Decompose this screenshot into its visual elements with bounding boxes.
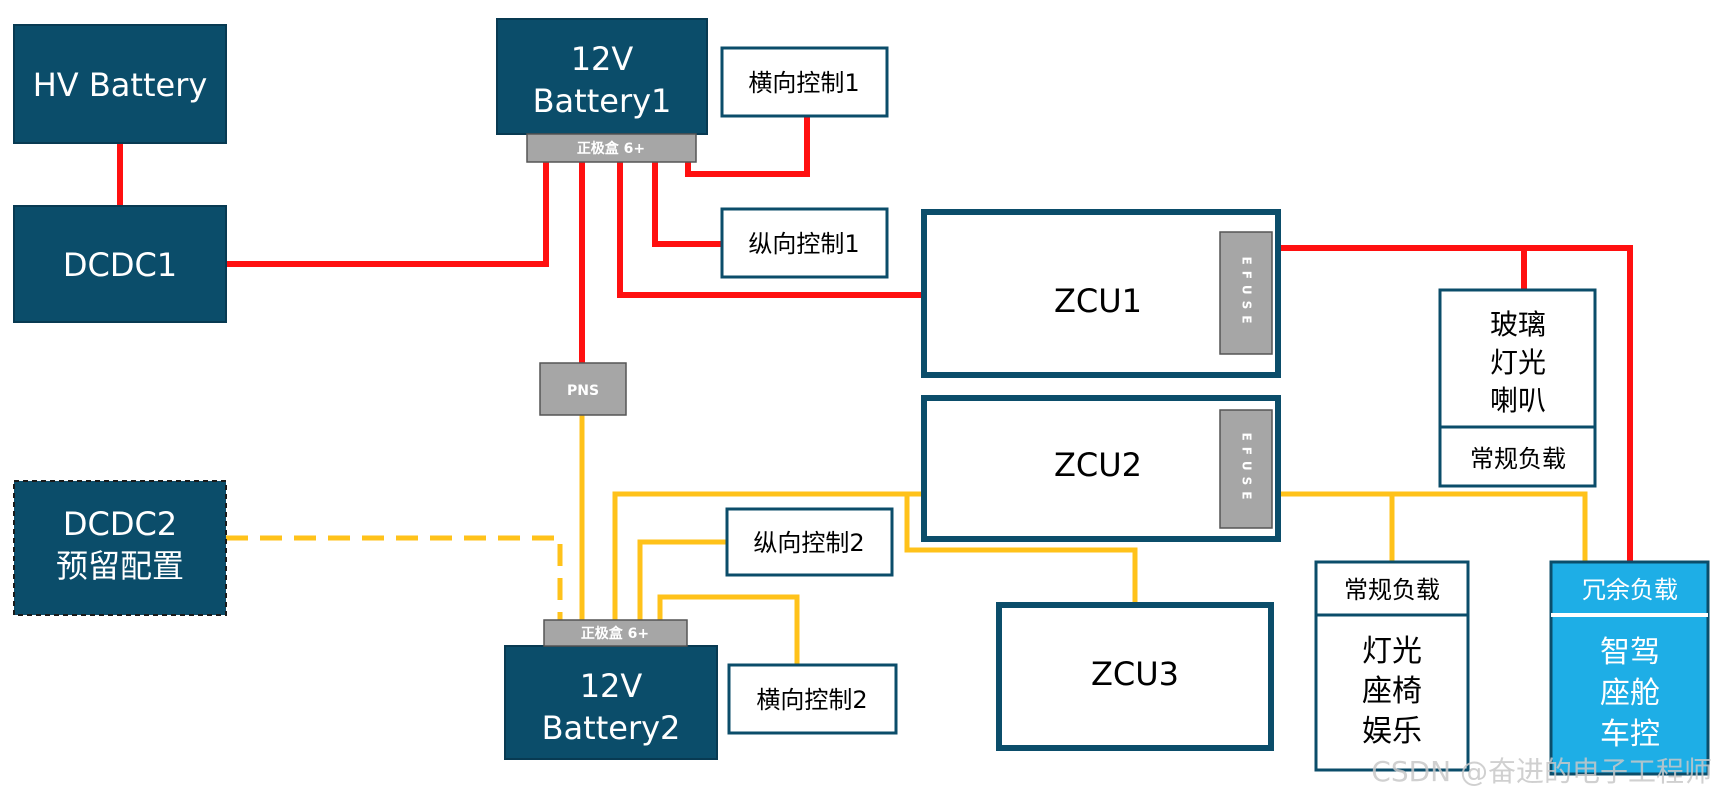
zcu3-block: ZCU3	[996, 602, 1274, 751]
zcu1-block: ZCU1 EFUSE	[921, 209, 1281, 378]
positive-box-1-label: 正极盒 6+	[577, 140, 645, 157]
zcu1-load-line-3: 喇叭	[1490, 384, 1546, 417]
wire-zcu1-redundant	[1278, 245, 1633, 562]
battery1-block: 12V Battery1 正极盒 6+	[496, 18, 708, 163]
lateral-control-1: 横向控制1	[720, 46, 889, 118]
hv-battery-block: HV Battery	[13, 24, 227, 144]
zcu1-load-footer: 常规负载	[1470, 445, 1566, 473]
red-wires	[117, 117, 1633, 562]
battery1-label-line1: 12V	[571, 40, 634, 78]
dcdc1-block: DCDC1	[13, 205, 227, 323]
redundant-load-line-2: 座舱	[1600, 676, 1660, 711]
positive-box-1	[526, 133, 697, 163]
battery2-label-line2: Battery2	[542, 709, 681, 747]
wire-battery1-zcu1	[617, 162, 924, 298]
wire-dcdc1-battery1	[226, 162, 549, 267]
zcu2-load-box: 常规负载 灯光 座椅 娱乐	[1314, 560, 1470, 772]
pns-label: PNS	[567, 383, 599, 399]
lateral-control-2-label: 横向控制2	[756, 686, 867, 714]
watermark: CSDN @奋进的电子工程师	[1371, 755, 1712, 788]
efuse-1-label: EFUSE	[1240, 257, 1254, 330]
battery1-label-line2: Battery1	[533, 82, 672, 120]
wire-battery1-lateral1	[685, 117, 810, 177]
longitudinal-control-2-label: 纵向控制2	[753, 529, 864, 557]
zcu1-label: ZCU1	[1054, 282, 1142, 320]
redundant-load-line-3: 车控	[1600, 717, 1660, 752]
longitudinal-control-1: 纵向控制1	[720, 207, 889, 279]
zcu1-load-line-1: 玻璃	[1490, 308, 1546, 341]
redundant-load-box: 冗余负载 智驾 座舱 车控	[1549, 560, 1710, 776]
zcu2-block: ZCU2 EFUSE	[921, 395, 1281, 542]
wire-battery2-longitudinal2	[637, 539, 727, 620]
zcu1-load-box: 玻璃 灯光 喇叭 常规负载	[1438, 288, 1597, 488]
wire-battery2-lateral2	[657, 594, 800, 665]
wire-zcu2-zcu3	[904, 494, 1138, 605]
wire-dcdc2-battery2	[226, 535, 563, 620]
zcu1-load-line-2: 灯光	[1490, 346, 1546, 379]
zcu2-load-line-1: 灯光	[1362, 634, 1422, 669]
pns-block: PNS	[539, 362, 627, 416]
zcu2-load-line-3: 娱乐	[1362, 714, 1422, 749]
zcu2-load-header: 常规负载	[1344, 576, 1440, 604]
zcu2-load-line-2: 座椅	[1362, 674, 1422, 709]
efuse-1	[1219, 231, 1273, 355]
longitudinal-control-1-label: 纵向控制1	[748, 230, 859, 258]
efuse-2-label: EFUSE	[1240, 433, 1254, 506]
battery2-label-line1: 12V	[580, 667, 643, 705]
wire-zcu2-battery2	[612, 491, 924, 620]
battery2-block: 12V Battery2 正极盒 6+	[504, 619, 718, 760]
lateral-control-2: 横向控制2	[727, 663, 898, 735]
dcdc1-label: DCDC1	[63, 246, 177, 284]
positive-box-2	[543, 619, 688, 647]
dcdc2-block: DCDC2 预留配置	[13, 480, 227, 616]
longitudinal-control-2: 纵向控制2	[725, 507, 894, 577]
wire-battery1-longitudinal1	[652, 162, 722, 247]
efuse-2	[1219, 409, 1273, 529]
positive-box-2-label: 正极盒 6+	[581, 625, 649, 642]
lateral-control-1-label: 横向控制1	[748, 69, 859, 97]
wire-zcu2-load	[1278, 491, 1588, 562]
zcu3-label: ZCU3	[1091, 655, 1179, 693]
hv-battery-label: HV Battery	[33, 66, 208, 104]
dcdc2-label-line1: DCDC2	[63, 505, 177, 543]
redundant-load-header: 冗余负载	[1582, 576, 1678, 604]
zcu2-label: ZCU2	[1054, 446, 1142, 484]
yellow-wires	[226, 414, 1588, 665]
dcdc2-label-line2: 预留配置	[56, 547, 184, 585]
redundant-load-line-1: 智驾	[1600, 635, 1660, 670]
